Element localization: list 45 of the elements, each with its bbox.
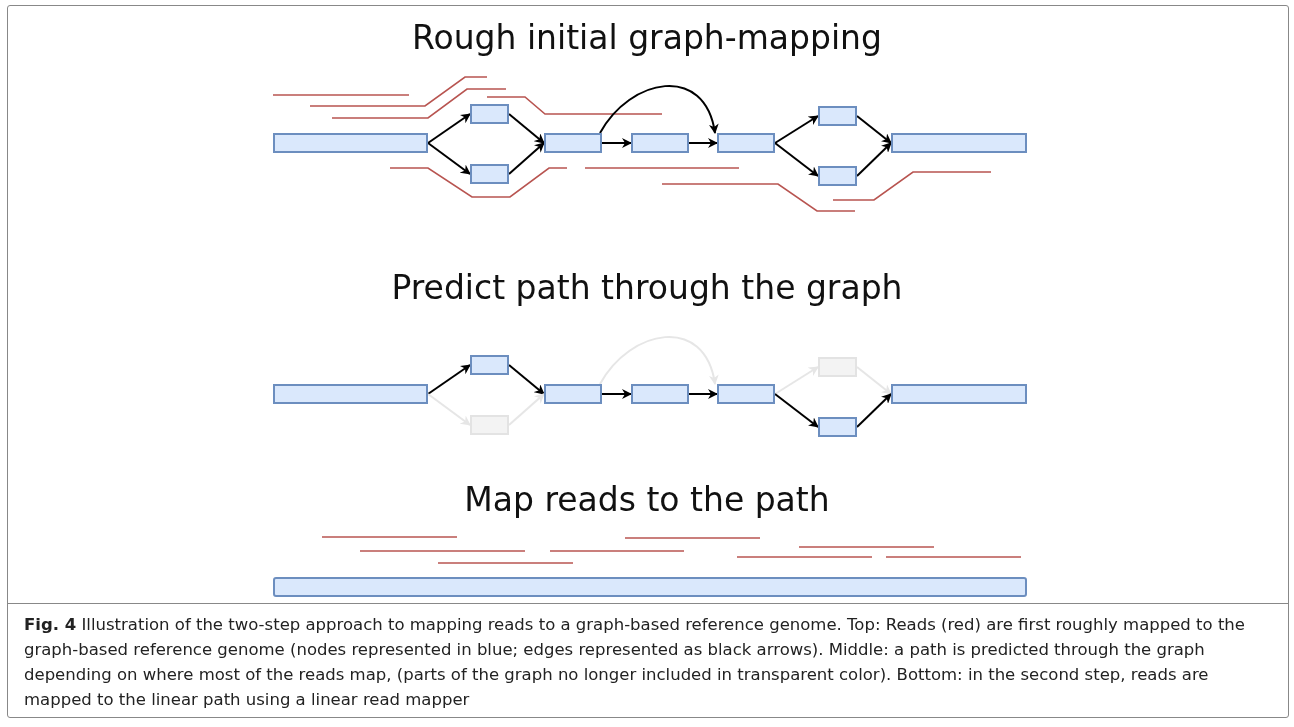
arrow [427, 393, 471, 426]
graph-node-box [818, 166, 857, 186]
graph-node-box [273, 384, 428, 404]
arrow [688, 138, 718, 148]
arrow [774, 142, 819, 177]
graph-node-box [470, 415, 509, 435]
graph-node-box [631, 384, 689, 404]
panel-heading: Map reads to the path [464, 480, 830, 519]
panel-heading: Predict path through the graph [391, 268, 903, 307]
arrow [427, 142, 471, 175]
arrow [508, 393, 545, 426]
graph-node-box [470, 104, 509, 124]
arrow [508, 364, 545, 395]
graph-node-box [273, 133, 428, 153]
arrow [508, 113, 545, 144]
graph-node-box [544, 384, 602, 404]
arrow [599, 336, 718, 385]
linear-path-bar [273, 577, 1027, 597]
graph-node-box [470, 164, 509, 184]
arrow [427, 364, 471, 395]
graph-node-box [717, 384, 775, 404]
arrow [774, 115, 819, 144]
graph-node-box [818, 357, 857, 377]
arrow [688, 389, 718, 399]
panel-heading: Rough initial graph-mapping [412, 18, 882, 57]
arrow [856, 115, 892, 144]
graph-node-box [818, 106, 857, 126]
graph-node-box [717, 133, 775, 153]
graph-node-box [470, 355, 509, 375]
arrow [508, 142, 545, 175]
arrow [599, 85, 718, 134]
arrow [601, 138, 632, 148]
arrow [774, 393, 819, 428]
figure-caption: Fig. 4 Illustration of the two-step approach to mapping reads to a graph-based reference genome. Top: Reads (red) are first roughly mapped to the graph-based reference genome (nodes represented in blue; edges represented as black arrows). Middle: a path is predicted through the graph depending on where most of the reads map, (parts of the graph no longer included in transparent color). Bottom: in the second step, reads are mapped to the linear path using a linear read mapper [24, 614, 1246, 711]
arrow [856, 142, 892, 177]
graph-node-box [544, 133, 602, 153]
arrow [427, 113, 471, 144]
arrow [856, 393, 892, 428]
graph-node-box [818, 417, 857, 437]
arrow [601, 389, 632, 399]
graph-node-box [891, 384, 1027, 404]
graph-node-box [631, 133, 689, 153]
graph-node-box [891, 133, 1027, 153]
arrow [774, 366, 819, 395]
arrow [856, 366, 892, 395]
